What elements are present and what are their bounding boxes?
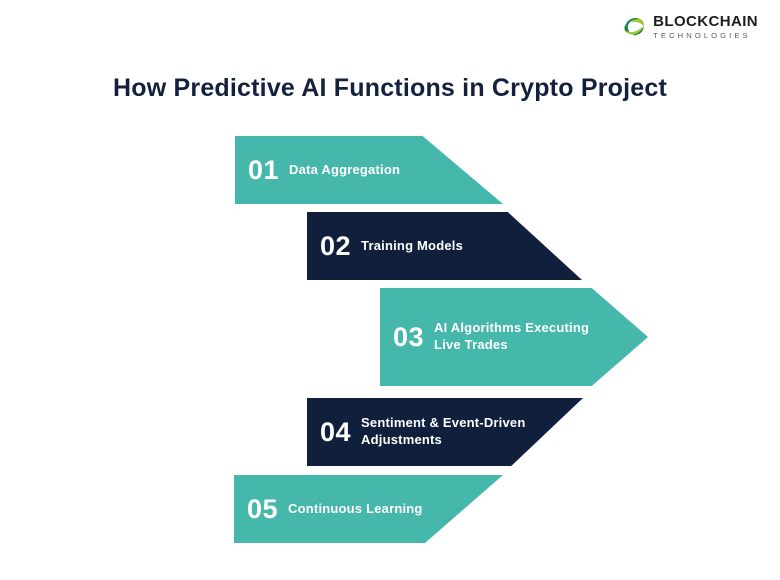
step-number: 01 xyxy=(248,154,280,185)
page-title: How Predictive AI Functions in Crypto Pr… xyxy=(113,74,667,102)
step-number: 03 xyxy=(393,321,425,352)
step-number: 04 xyxy=(320,416,352,447)
step-banner-4: 04 Sentiment & Event-Driven Adjustments xyxy=(307,398,583,466)
step-banner-5: 05 Continuous Learning xyxy=(234,475,503,543)
step-banner-2: 02 Training Models xyxy=(307,212,582,280)
step-label: Sentiment & Event-Driven Adjustments xyxy=(361,415,526,447)
step-number: 05 xyxy=(247,493,279,524)
blockchain-swirl-icon xyxy=(622,15,646,39)
step-number: 02 xyxy=(320,230,352,261)
step-label: Data Aggregation xyxy=(289,161,401,177)
brand-logo: BLOCKCHAIN TECHNOLOGIES xyxy=(622,14,758,40)
step-banner-1: 01 Data Aggregation xyxy=(235,136,503,204)
step-label: Training Models xyxy=(361,237,464,253)
step-label: Continuous Learning xyxy=(288,500,423,516)
step-banner-3: 03 AI Algorithms Executing Live Trades xyxy=(380,288,648,386)
logo-brand-subtitle: TECHNOLOGIES xyxy=(653,31,751,40)
step-label: AI Algorithms Executing Live Trades xyxy=(434,320,590,352)
logo-brand-name: BLOCKCHAIN xyxy=(653,13,758,30)
